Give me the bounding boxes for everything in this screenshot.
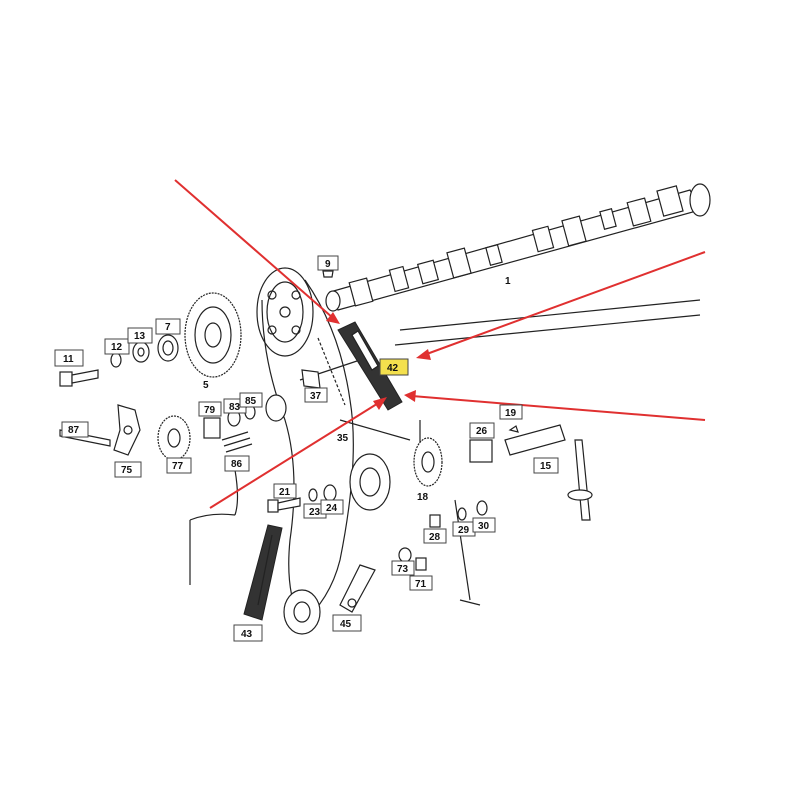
part-label-26: 26: [469, 422, 495, 439]
svg-text:7: 7: [165, 322, 171, 333]
part-label-86: 86: [224, 455, 250, 472]
part-label-15: 15: [533, 457, 559, 474]
part-label-43: 43: [233, 624, 263, 642]
arrow-bottom-left: [209, 401, 381, 509]
bracket-37: [301, 369, 321, 389]
svg-text:83: 83: [229, 402, 241, 413]
part-label-19: 19: [499, 404, 523, 420]
part-label-73: 73: [391, 560, 415, 576]
svg-text:15: 15: [540, 461, 552, 472]
svg-text:12: 12: [111, 342, 123, 353]
camshaft-sprocket: [256, 267, 314, 357]
idler-wheel: [349, 453, 391, 511]
part-label-37: 37: [304, 387, 328, 403]
label-18: 18: [417, 492, 429, 503]
arrow-top-left-head: [326, 312, 340, 324]
chain-guide-rail: [337, 321, 403, 411]
part-label-24: 24: [320, 499, 344, 515]
svg-text:42: 42: [387, 363, 399, 374]
injection-pump-gear: [184, 292, 242, 378]
right-side-parts: [469, 424, 593, 521]
part-label-77: 77: [166, 457, 192, 474]
svg-text:87: 87: [68, 425, 80, 436]
svg-text:75: 75: [121, 465, 133, 476]
svg-text:11: 11: [63, 354, 74, 365]
part-label-21: 21: [273, 483, 297, 499]
part-label-71: 71: [409, 575, 433, 591]
part-label-29: 29: [452, 521, 476, 537]
camshaft: [325, 183, 711, 312]
tensioner-arm: [339, 564, 376, 613]
arrow-top-right: [423, 251, 706, 356]
bolt-11: [59, 369, 99, 387]
label-35: 35: [337, 433, 349, 444]
part-label-28: 28: [423, 528, 447, 544]
bolt-washers-28: [429, 500, 488, 528]
key-9: [322, 270, 334, 278]
timing-chain: [261, 279, 354, 626]
svg-text:26: 26: [476, 426, 488, 437]
part-label-85: 85: [239, 392, 263, 408]
svg-text:24: 24: [326, 503, 338, 514]
part-label-7: 7: [155, 318, 181, 335]
crankshaft-sprocket: [283, 589, 321, 635]
arrow-right: [411, 395, 706, 421]
part-label-9: 9: [317, 255, 339, 271]
sprocket-77: [157, 415, 191, 461]
svg-text:30: 30: [478, 521, 490, 532]
svg-text:21: 21: [279, 487, 291, 498]
svg-text:45: 45: [340, 619, 352, 630]
svg-text:79: 79: [204, 405, 216, 416]
bolt-71: [398, 547, 427, 571]
washer-set: [110, 334, 179, 368]
svg-text:86: 86: [231, 459, 243, 470]
part-label-30: 30: [472, 517, 496, 533]
svg-text:28: 28: [429, 532, 441, 543]
annotation-arrows: [174, 179, 706, 509]
svg-text:23: 23: [309, 507, 321, 518]
svg-text:77: 77: [172, 461, 184, 472]
arrow-bottom-left-head: [373, 397, 387, 410]
svg-text:19: 19: [505, 408, 517, 419]
part-label-79: 79: [198, 401, 222, 417]
svg-text:43: 43: [241, 629, 253, 640]
label-1: 1: [505, 276, 511, 287]
part-label-87: 87: [61, 421, 89, 438]
svg-text:85: 85: [245, 396, 257, 407]
rocker-lever: [113, 404, 141, 456]
part-label-42: 42: [379, 358, 409, 376]
part-label-75: 75: [114, 461, 142, 478]
arrow-top-left: [174, 179, 334, 319]
part-label-45: 45: [332, 614, 362, 632]
svg-text:37: 37: [310, 391, 322, 402]
part-label-11: 11: [54, 349, 84, 367]
oil-pump-gear: [413, 437, 443, 487]
svg-text:71: 71: [415, 579, 427, 590]
arrow-top-right-head: [416, 349, 431, 360]
label-5: 5: [203, 380, 209, 391]
bushing-spring-set: [203, 394, 287, 453]
svg-text:13: 13: [134, 331, 146, 342]
tensioner-rail: [243, 524, 283, 621]
svg-text:73: 73: [397, 564, 409, 575]
svg-text:9: 9: [325, 259, 331, 270]
bolt-washers-21: [267, 484, 337, 513]
svg-text:29: 29: [458, 525, 470, 536]
arrow-right-head: [404, 390, 416, 402]
part-label-13: 13: [127, 327, 153, 344]
part-label-12: 12: [104, 338, 130, 355]
